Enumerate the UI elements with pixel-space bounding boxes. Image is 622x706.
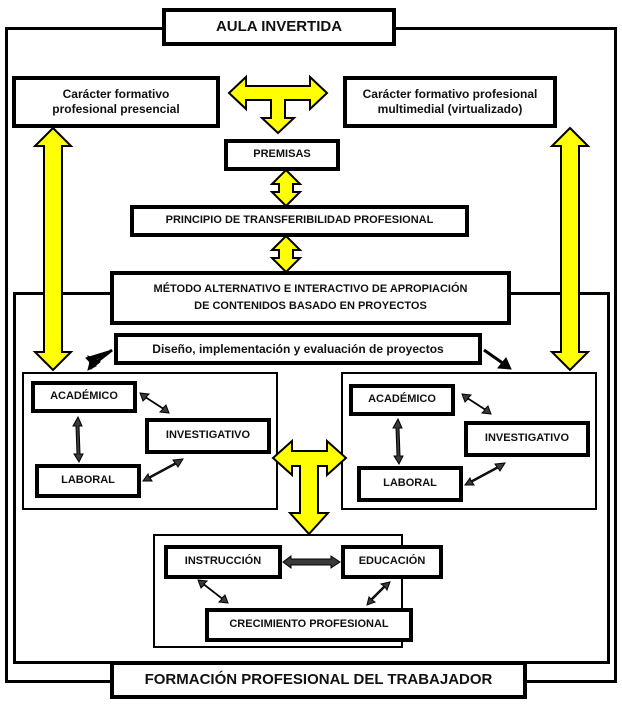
right-research-box: INVESTIGATIVO (464, 421, 590, 457)
left-labor-label: LABORAL (61, 474, 115, 487)
premises-box: PREMISAS (224, 139, 340, 171)
instruction-label: INSTRUCCIÓN (184, 555, 262, 568)
right-labor-label: LABORAL (383, 477, 437, 490)
right-character-line-1: Carácter formativo profesional (362, 87, 538, 101)
left-character-box: Carácter formativo profesional presencia… (12, 76, 220, 128)
left-character-line-1: Carácter formativo (62, 87, 170, 101)
left-academic-label: ACADÉMICO (50, 390, 118, 403)
left-labor-box: LABORAL (35, 464, 141, 498)
premises-label: PREMISAS (253, 148, 311, 161)
left-research-box: INVESTIGATIVO (145, 418, 271, 454)
top-title: AULA INVERTIDA (215, 17, 343, 35)
left-research-label: INVESTIGATIVO (165, 429, 251, 442)
top-title-box: AULA INVERTIDA (162, 8, 396, 46)
growth-box: CRECIMIENTO PROFESIONAL (205, 608, 413, 642)
left-academic-box: ACADÉMICO (31, 381, 137, 413)
bottom-title-box: FORMACIÓN PROFESIONAL DEL TRABAJADOR (110, 661, 527, 699)
right-character-line-2: multimedial (virtualizado) (377, 102, 523, 116)
left-character-line-2: profesional presencial (52, 102, 180, 116)
bottom-title: FORMACIÓN PROFESIONAL DEL TRABAJADOR (144, 670, 493, 688)
growth-label: CRECIMIENTO PROFESIONAL (229, 618, 389, 631)
education-label: EDUCACIÓN (358, 555, 426, 568)
projects-box: Diseño, implementación y evaluación de p… (114, 333, 482, 365)
method-line-1: MÉTODO ALTERNATIVO E INTERACTIVO DE APRO… (153, 282, 468, 295)
method-line-2: DE CONTENIDOS BASADO EN PROYECTOS (194, 299, 427, 312)
right-academic-label: ACADÉMICO (368, 393, 436, 406)
right-character-box: Carácter formativo profesional multimedi… (343, 76, 557, 128)
principle-label: PRINCIPIO DE TRANSFERIBILIDAD PROFESIONA… (165, 214, 434, 227)
instruction-box: INSTRUCCIÓN (164, 545, 282, 579)
right-labor-box: LABORAL (357, 466, 463, 502)
method-box: MÉTODO ALTERNATIVO E INTERACTIVO DE APRO… (110, 271, 511, 325)
principle-box: PRINCIPIO DE TRANSFERIBILIDAD PROFESIONA… (130, 205, 469, 237)
right-academic-box: ACADÉMICO (349, 384, 455, 416)
right-research-label: INVESTIGATIVO (484, 432, 570, 445)
projects-label: Diseño, implementación y evaluación de p… (152, 341, 444, 356)
education-box: EDUCACIÓN (341, 545, 443, 579)
